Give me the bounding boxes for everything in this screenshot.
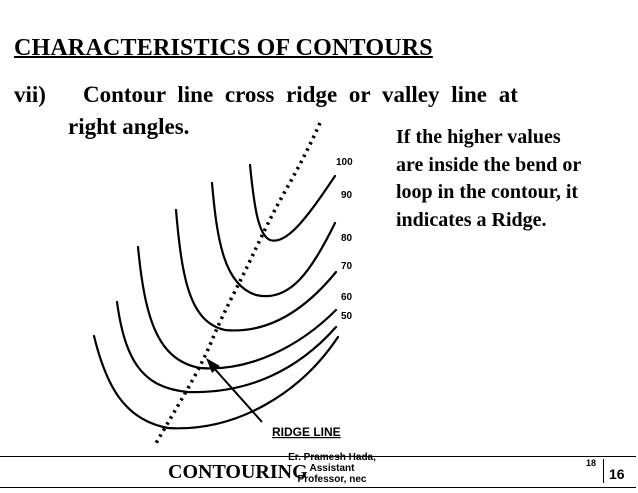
contour-label-80: 80 — [341, 233, 353, 244]
author-line: Professor, nec — [297, 474, 367, 485]
contour-line-70 — [136, 245, 338, 370]
point-text-line2: right angles. — [68, 114, 190, 139]
author-credit: Er. Pramesh Hada, Assistant Professor, n… — [272, 452, 392, 485]
ridge-note: If the higher values are inside the bend… — [396, 124, 636, 234]
ridge-pointer-arrow — [212, 366, 263, 423]
slide-number: 16 — [609, 466, 625, 482]
contour-line-90 — [210, 181, 337, 298]
footer-bar — [0, 456, 636, 488]
arrowhead-icon — [206, 358, 220, 373]
contour-line-60 — [115, 300, 338, 394]
contour-line-50 — [92, 334, 340, 430]
point-number: vii) — [14, 82, 46, 107]
contour-label-70: 70 — [341, 261, 353, 272]
contour-line-100 — [248, 163, 337, 242]
ridge-line — [153, 122, 322, 446]
footer-title: CONTOURING — [168, 461, 308, 483]
note-line: If the higher values — [396, 126, 561, 148]
ridge-line-label: RIDGE LINE — [272, 425, 341, 439]
author-line: Er. Pramesh Hada, Assistant — [288, 452, 376, 474]
contour-line-80 — [174, 208, 338, 332]
contour-label-90: 90 — [341, 190, 353, 201]
note-line: are inside the bend or — [396, 153, 582, 176]
page-number-small: 18 — [586, 458, 597, 468]
contour-label-100: 100 — [336, 157, 353, 168]
contour-label-50: 50 — [341, 311, 353, 322]
note-line: loop in the contour, it — [396, 181, 579, 203]
contour-label-60: 60 — [341, 292, 353, 303]
point-text-line1: Contour line cross ridge or valley line … — [83, 82, 518, 107]
note-line: indicates a Ridge. — [396, 208, 547, 231]
slide-title: CHARACTERISTICS OF CONTOURS — [14, 35, 433, 61]
slide-number-box — [603, 459, 634, 483]
